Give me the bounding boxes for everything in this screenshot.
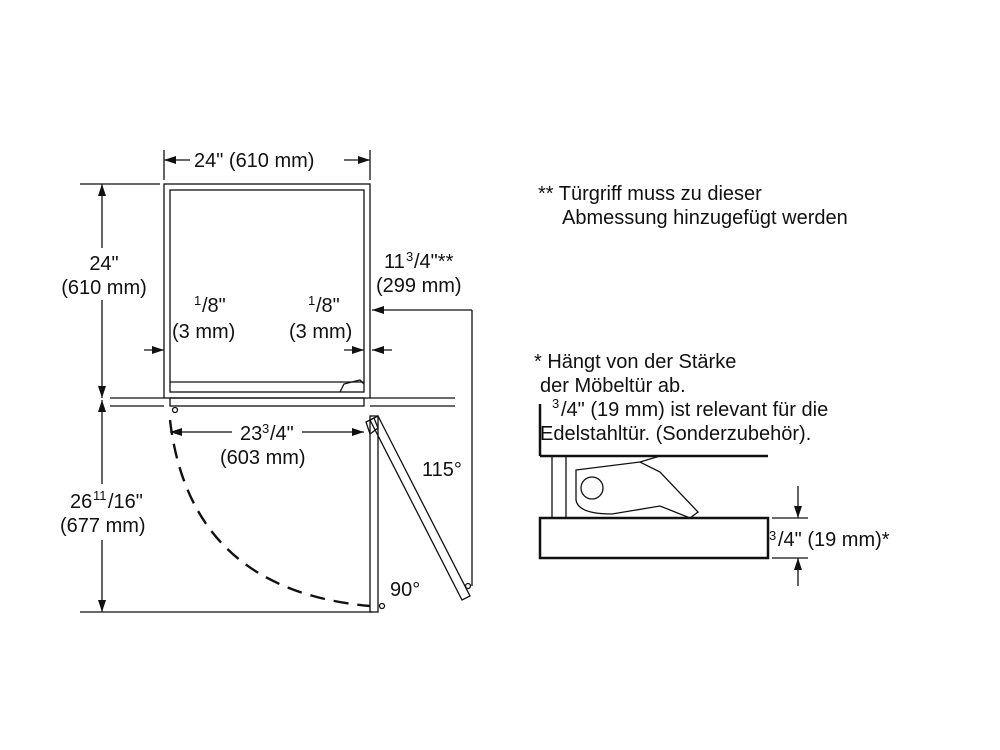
gap-left-den: /8" [202, 295, 226, 317]
cabinet-inner-outline [169, 189, 365, 393]
appliance-top-view [110, 183, 472, 613]
inner-width-whole: 23 [240, 423, 262, 445]
handle-dim-frac: 3 [406, 249, 413, 264]
depth-label: 24" [89, 253, 118, 275]
gap-left-mm: (3 mm) [172, 321, 235, 343]
handle-dim-mm: (299 mm) [376, 275, 462, 297]
hinge-pin-left [171, 406, 179, 414]
gap-right-num: 1 [308, 293, 315, 308]
gap-right-mm: (3 mm) [289, 321, 352, 343]
inner-width-mm: (603 mm) [220, 447, 306, 469]
door-swing-arc [168, 419, 371, 608]
door-90-pin [378, 602, 386, 610]
gap-left-num: 1 [194, 293, 201, 308]
width-label: 24" (610 mm) [194, 150, 314, 172]
detail-hinge-pivot [580, 476, 604, 500]
detail-hinge-link [639, 455, 661, 463]
angle-115-label: 115° [422, 459, 462, 481]
inner-width-rest: /4" [270, 423, 294, 445]
swing-depth-frac: 11 [93, 488, 107, 503]
swing-depth-mm: (677 mm) [60, 515, 146, 537]
inner-width-frac: 3 [262, 421, 269, 436]
dimension-lines [80, 150, 473, 613]
depth-mm-label: (610 mm) [61, 277, 147, 299]
handle-dim-rest: /4"** [414, 251, 454, 273]
door-handle-mark [464, 582, 472, 590]
panel-note-line3: /4" (19 mm) ist relevant für die [561, 399, 828, 421]
detail-thickness-label: /4" (19 mm)* [778, 529, 890, 551]
door-open-115 [369, 415, 471, 601]
detail-thickness-frac: 3 [769, 528, 776, 543]
panel-note-line3-frac: 3 [552, 396, 559, 411]
hinge-top-view [339, 379, 365, 393]
door-closed [169, 397, 365, 407]
panel-note-line1: * Hängt von der Stärke [534, 351, 736, 373]
cabinet-outline [163, 183, 371, 399]
handle-note: ** Türgriff muss zu dieser Abmessung hin… [538, 183, 848, 229]
handle-note-line2: Abmessung hinzugefügt werden [562, 207, 848, 229]
detail-door-panel [538, 516, 770, 560]
panel-note-line4: Edelstahltür. (Sonderzubehör). [540, 423, 811, 445]
hinge-detail: 3 /4" (19 mm)* [538, 404, 890, 586]
handle-note-line1: ** Türgriff muss zu dieser [538, 183, 762, 205]
panel-note-line2: der Möbeltür ab. [540, 375, 686, 397]
door-open-90 [369, 415, 379, 613]
detail-hinge-arm [575, 461, 699, 519]
panel-note: * Hängt von der Stärke der Möbeltür ab. … [534, 351, 828, 445]
swing-depth-rest: /16" [108, 491, 143, 513]
angle-90-label: 90° [390, 579, 420, 601]
swing-depth-whole: 26 [70, 491, 92, 513]
gap-right-den: /8" [316, 295, 340, 317]
handle-dim-whole: 11 [384, 251, 405, 273]
dimension-labels: 24" (610 mm) 24" (610 mm) 1 /8" (3 mm) 1… [60, 150, 462, 601]
